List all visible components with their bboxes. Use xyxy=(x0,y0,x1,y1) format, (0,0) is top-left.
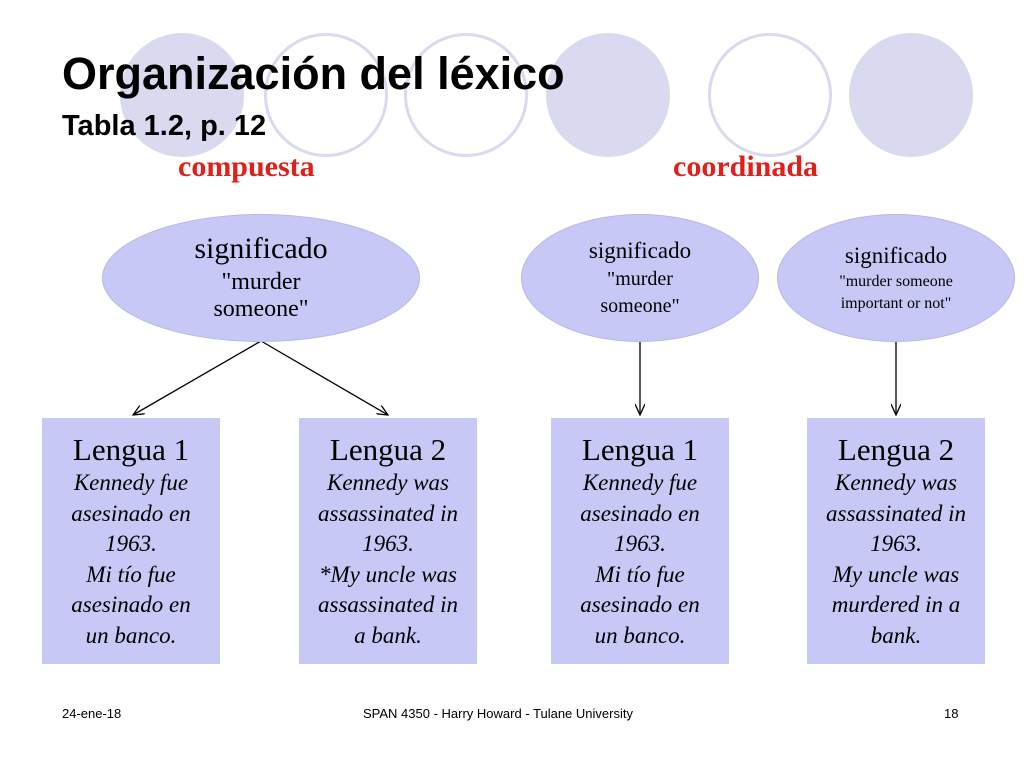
meaning-head: significado xyxy=(194,232,328,266)
language-heading: Lengua 1 xyxy=(72,432,190,467)
example-line: Mi tío fue xyxy=(86,561,176,587)
language-heading: Lengua 2 xyxy=(329,432,447,467)
example-line: assassinated in xyxy=(318,500,458,526)
meaning-gloss: "murder xyxy=(607,268,673,291)
decor-circle-6 xyxy=(849,33,973,157)
footer-page-number: 18 xyxy=(944,706,959,721)
example-line: 1963. xyxy=(870,531,922,556)
meaning-node-compound: significado "murder someone" xyxy=(102,214,420,342)
decor-circle-2 xyxy=(264,33,388,157)
example-line: asesinado en xyxy=(71,500,191,526)
category-label-compuesta: compuesta xyxy=(178,150,315,183)
example-line: bank. xyxy=(870,622,922,648)
example-line: Kennedy was xyxy=(326,470,449,495)
example-line: Mi tío fue xyxy=(595,561,685,587)
decor-circle-3 xyxy=(404,33,528,157)
example-line: 1963. xyxy=(614,531,666,556)
example-line: murdered in a xyxy=(831,592,961,617)
example-line: asesinado en xyxy=(580,592,700,617)
example-line: asesinado en xyxy=(71,592,191,617)
example-line: un banco. xyxy=(594,622,686,648)
example-line: Kennedy fue xyxy=(582,470,698,495)
example-line: 1963. xyxy=(362,531,414,556)
meaning-gloss: "murder xyxy=(221,268,301,295)
language-box-compound-l2: Lengua 2 Kennedy was assassinated in 196… xyxy=(299,418,477,664)
decor-circle-5 xyxy=(708,33,832,157)
language-heading: Lengua 2 xyxy=(837,432,955,467)
decor-circle-1 xyxy=(120,33,244,157)
meaning-gloss: someone" xyxy=(600,295,680,318)
meaning-gloss: "murder someone xyxy=(839,273,953,291)
footer-course: SPAN 4350 - Harry Howard - Tulane Univer… xyxy=(363,706,633,721)
example-line: Kennedy was xyxy=(834,470,957,495)
example-line: 1963. xyxy=(105,531,157,556)
arrow-compound-to-l2 xyxy=(260,340,388,415)
language-box-coord-l2: Lengua 2 Kennedy was assassinated in 196… xyxy=(807,418,985,664)
meaning-node-coord-right: significado "murder someone important or… xyxy=(777,214,1015,342)
example-line: assassinated in xyxy=(826,500,966,526)
example-line: un banco. xyxy=(85,622,177,648)
example-line: a bank. xyxy=(354,622,422,648)
meaning-node-coord-left: significado "murder someone" xyxy=(521,214,759,342)
meaning-head: significado xyxy=(844,242,948,268)
example-line: *My uncle was xyxy=(319,561,457,587)
slide-title: Organización del léxico xyxy=(62,48,565,99)
decor-circle-4 xyxy=(546,33,670,157)
arrow-compound-to-l1 xyxy=(133,340,262,415)
footer-date: 24-ene-18 xyxy=(62,706,122,721)
meaning-head: significado xyxy=(588,237,692,263)
language-box-compound-l1: Lengua 1 Kennedy fue asesinado en 1963. … xyxy=(42,418,220,664)
meaning-gloss: important or not" xyxy=(840,294,952,312)
meaning-gloss: someone" xyxy=(213,296,309,323)
example-line: assassinated in xyxy=(318,592,458,617)
slide-subtitle: Tabla 1.2, p. 12 xyxy=(62,110,267,142)
language-heading: Lengua 1 xyxy=(581,432,699,467)
example-line: Kennedy fue xyxy=(73,470,189,495)
example-line: My uncle was xyxy=(832,561,960,587)
category-label-coordinada: coordinada xyxy=(673,150,819,183)
example-line: asesinado en xyxy=(580,500,700,526)
language-box-coord-l1: Lengua 1 Kennedy fue asesinado en 1963. … xyxy=(551,418,729,664)
